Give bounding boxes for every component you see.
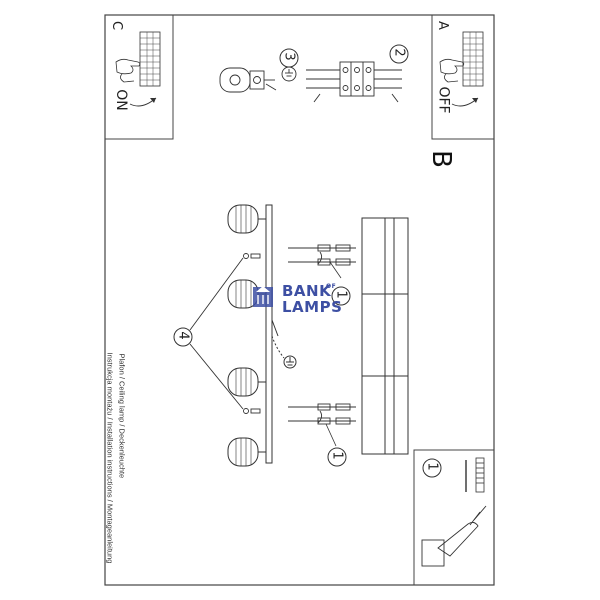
logo-text-of: OF	[326, 283, 337, 290]
spotlight-3	[227, 367, 266, 397]
screws-bottom	[288, 403, 356, 425]
side-screws	[189, 253, 261, 414]
step-1-circle-top	[331, 286, 351, 306]
step-2-circle	[389, 44, 409, 64]
lamp-bar	[265, 204, 297, 464]
step-1-circle-box	[422, 458, 442, 478]
logo-text-bank: BANK	[282, 282, 332, 300]
step-b-label: B	[425, 150, 456, 168]
panel-c-state: ON	[112, 89, 129, 111]
logo-mark	[253, 286, 273, 307]
mounting-bracket	[361, 217, 409, 455]
bar-ground-icon	[283, 355, 297, 369]
caption-line-1: Instrukcja montażu / Installation instru…	[105, 352, 115, 564]
switch-box-icon	[462, 31, 484, 87]
step-4-number: 4	[175, 331, 191, 340]
step-3-ground-connector	[219, 66, 297, 93]
switch-box-icon	[139, 31, 161, 87]
caption-line-2: Plafon / Ceiling lamp / Deckenleuchte	[117, 353, 127, 479]
step-3-circle	[279, 48, 299, 68]
hand-icon	[439, 58, 465, 83]
panel-a	[431, 14, 495, 140]
panel-c	[104, 14, 174, 140]
step-1-circle-bottom	[327, 447, 347, 467]
panel-c-letter: C	[109, 20, 125, 31]
outer-frame	[104, 14, 495, 586]
drill-icon	[421, 505, 487, 567]
step-1-number-bottom: 1	[329, 451, 345, 460]
step-4-circle	[173, 327, 193, 347]
step-2-terminal-block	[306, 61, 402, 103]
hand-icon	[115, 58, 141, 83]
step-3-number: 3	[281, 52, 297, 61]
step-2-number: 2	[391, 48, 407, 57]
screws-top	[288, 244, 356, 266]
spotlight-1	[227, 204, 266, 234]
logo-text-lamps: LAMPS	[282, 298, 343, 316]
panel-a-state: OFF	[435, 86, 452, 114]
dowel-icon	[465, 457, 485, 493]
panel-drill	[413, 449, 495, 586]
spotlight-4	[227, 437, 266, 467]
panel-a-letter: A	[434, 21, 450, 30]
step-1-number-box: 1	[424, 462, 440, 471]
